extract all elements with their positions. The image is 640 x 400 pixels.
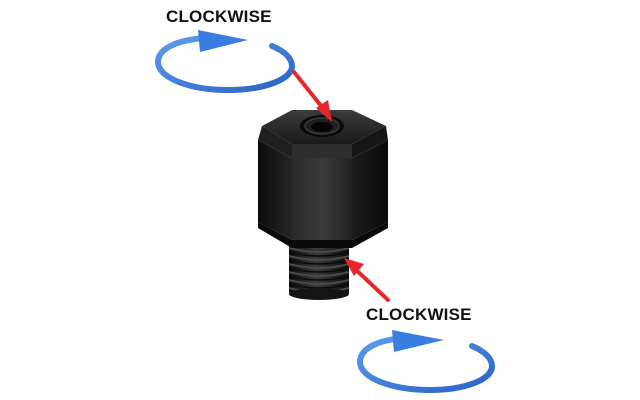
bottom-red-arrow-icon	[344, 258, 390, 302]
hex-body	[258, 110, 388, 248]
threaded-stud	[288, 240, 350, 300]
bottom-clockwise-label: CLOCKWISE	[366, 305, 472, 324]
top-clockwise-label: CLOCKWISE	[166, 7, 272, 26]
bottom-clockwise-arrow-icon	[356, 330, 496, 394]
top-clockwise-arrow-icon	[154, 30, 296, 94]
top-red-arrow-icon	[292, 70, 332, 122]
